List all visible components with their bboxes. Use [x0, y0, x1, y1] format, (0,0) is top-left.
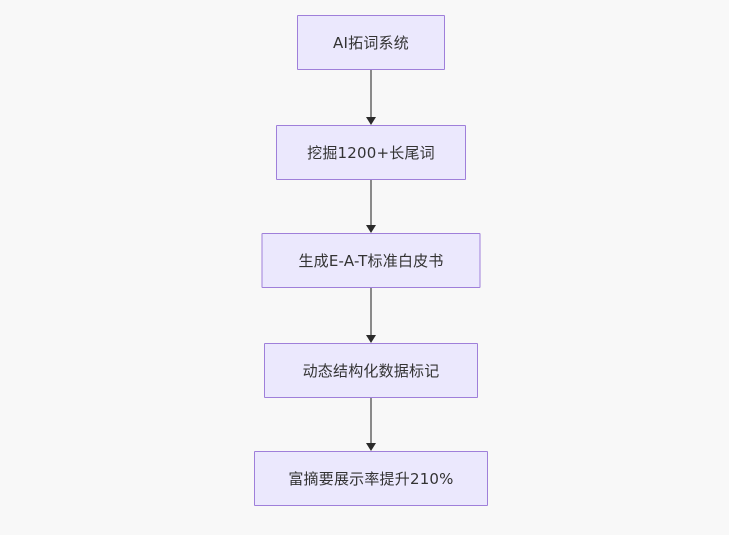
flow-node-label: 挖掘1200+长尾词	[307, 143, 435, 162]
flow-node-n4[interactable]: 动态结构化数据标记	[264, 343, 478, 398]
flow-node-label: 富摘要展示率提升210%	[288, 469, 454, 488]
flow-node-n3[interactable]: 生成E-A-T标准白皮书	[261, 233, 481, 288]
flow-edge	[364, 70, 378, 125]
flow-edge-line	[370, 398, 372, 444]
flow-node-n2[interactable]: 挖掘1200+长尾词	[276, 125, 466, 180]
flow-edge-line	[370, 288, 372, 336]
flow-node-label: AI拓词系统	[333, 33, 409, 52]
flow-node-label: 动态结构化数据标记	[302, 361, 440, 380]
flow-node-n1[interactable]: AI拓词系统	[297, 15, 445, 70]
flow-edge	[364, 398, 378, 451]
flow-edge	[364, 180, 378, 233]
flow-edge-line	[370, 70, 372, 118]
flow-edge-line	[370, 180, 372, 226]
flow-node-n5[interactable]: 富摘要展示率提升210%	[254, 451, 488, 506]
arrow-down-icon	[366, 443, 376, 451]
flow-edge	[364, 288, 378, 343]
arrow-down-icon	[366, 335, 376, 343]
flow-node-label: 生成E-A-T标准白皮书	[298, 251, 444, 270]
arrow-down-icon	[366, 117, 376, 125]
arrow-down-icon	[366, 225, 376, 233]
